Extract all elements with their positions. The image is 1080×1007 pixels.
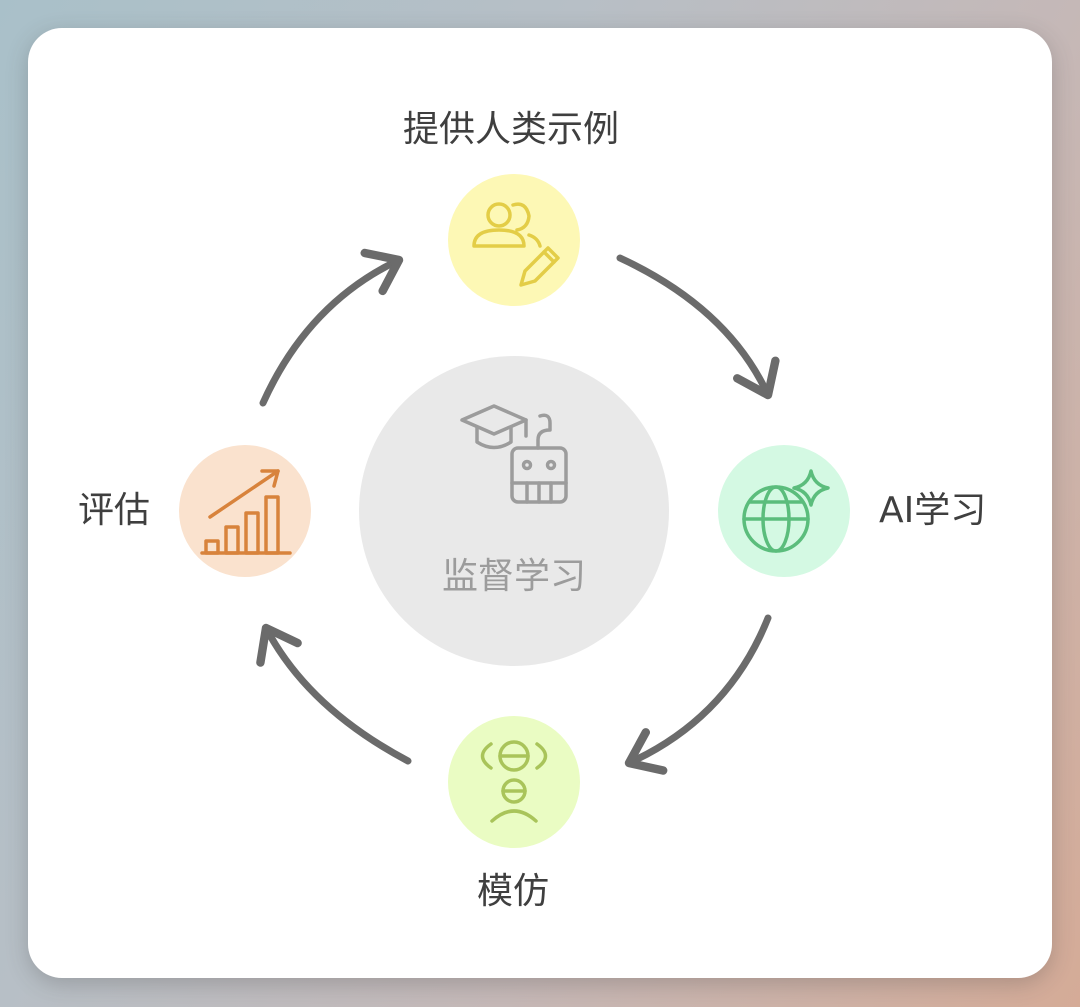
center-circle <box>359 356 669 666</box>
globe-sparkle-icon <box>742 469 830 553</box>
node-right-label: AI学习 <box>879 490 987 531</box>
node-right-circle <box>718 445 850 577</box>
cycle-diagram <box>179 174 850 848</box>
people-pencil-icon <box>472 202 560 287</box>
node-bottom-label: 模仿 <box>477 871 550 912</box>
node-left-label: 评估 <box>78 490 151 531</box>
node-left-circle <box>179 445 311 577</box>
arrow-top-to-right <box>616 254 780 400</box>
diagram-card: 提供人类示例 AI学习 模仿 评估 监督学习 <box>28 28 1052 978</box>
mirror-people-icon <box>480 740 548 823</box>
node-bottom-circle <box>448 716 580 848</box>
graduation-robot-icon <box>460 404 568 504</box>
center-label: 监督学习 <box>441 556 586 597</box>
arrow-left-to-top <box>259 248 404 407</box>
arrow-right-to-bottom <box>624 614 772 775</box>
node-top-label: 提供人类示例 <box>403 109 620 150</box>
arrow-bottom-to-left <box>256 623 412 765</box>
bar-chart-growth-icon <box>200 469 292 555</box>
node-top-circle <box>448 174 580 306</box>
